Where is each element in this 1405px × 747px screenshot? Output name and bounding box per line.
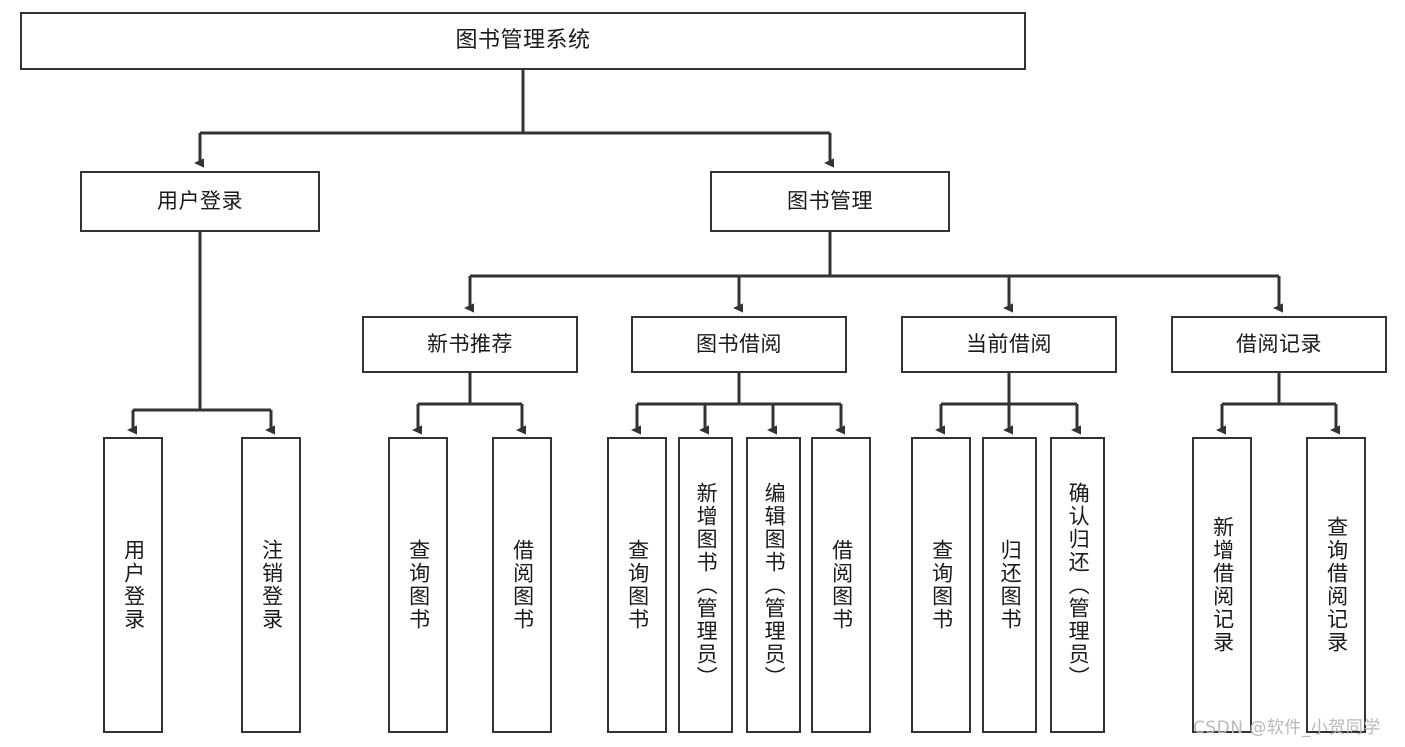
node-leaf-query-book-current[interactable]: 查询图书	[911, 437, 971, 733]
node-label: 用户登录	[121, 539, 146, 631]
node-borrow-record[interactable]: 借阅记录	[1171, 316, 1387, 373]
node-current-borrow[interactable]: 当前借阅	[901, 316, 1117, 373]
node-label: 借阅图书	[510, 539, 535, 631]
node-label: 查询图书	[406, 539, 431, 631]
node-user-login[interactable]: 用户登录	[80, 171, 320, 232]
node-leaf-query-borrow-record[interactable]: 查询借阅记录	[1306, 437, 1366, 733]
node-label: 图书管理系统	[455, 27, 591, 53]
node-label: 注销登录	[259, 539, 284, 631]
node-leaf-query-book-borrow[interactable]: 查询图书	[607, 437, 667, 733]
node-label: 借阅图书	[829, 539, 854, 631]
node-label: 新增图书（管理员）	[694, 481, 719, 689]
node-book-borrow[interactable]: 图书借阅	[631, 316, 847, 373]
node-label: 确认归还（管理员）	[1066, 481, 1091, 689]
node-label: 图书管理	[787, 188, 873, 213]
node-book-management[interactable]: 图书管理	[710, 171, 950, 232]
node-label: 查询图书	[929, 539, 954, 631]
node-root-book-management-system[interactable]: 图书管理系统	[20, 12, 1026, 70]
node-leaf-logout[interactable]: 注销登录	[241, 437, 301, 733]
node-label: 借阅记录	[1236, 331, 1322, 356]
node-label: 当前借阅	[966, 331, 1052, 356]
node-label: 图书借阅	[696, 331, 782, 356]
node-leaf-user-login[interactable]: 用户登录	[103, 437, 163, 733]
node-label: 用户登录	[157, 188, 243, 213]
node-leaf-add-borrow-record[interactable]: 新增借阅记录	[1192, 437, 1252, 733]
node-label: 查询借阅记录	[1324, 516, 1349, 654]
node-leaf-add-book-admin[interactable]: 新增图书（管理员）	[678, 437, 733, 733]
node-label: 新书推荐	[427, 331, 513, 356]
node-leaf-borrow-book-recommend[interactable]: 借阅图书	[492, 437, 552, 733]
node-leaf-confirm-return-admin[interactable]: 确认归还（管理员）	[1050, 437, 1105, 733]
node-leaf-edit-book-admin[interactable]: 编辑图书（管理员）	[746, 437, 801, 733]
node-leaf-return-book[interactable]: 归还图书	[982, 437, 1037, 733]
node-label: 编辑图书（管理员）	[762, 481, 787, 689]
node-leaf-query-book-recommend[interactable]: 查询图书	[388, 437, 448, 733]
node-label: 新增借阅记录	[1210, 516, 1235, 654]
node-new-book-recommend[interactable]: 新书推荐	[362, 316, 578, 373]
node-leaf-borrow-book-borrow[interactable]: 借阅图书	[811, 437, 871, 733]
node-label: 归还图书	[998, 539, 1023, 631]
node-label: 查询图书	[625, 539, 650, 631]
